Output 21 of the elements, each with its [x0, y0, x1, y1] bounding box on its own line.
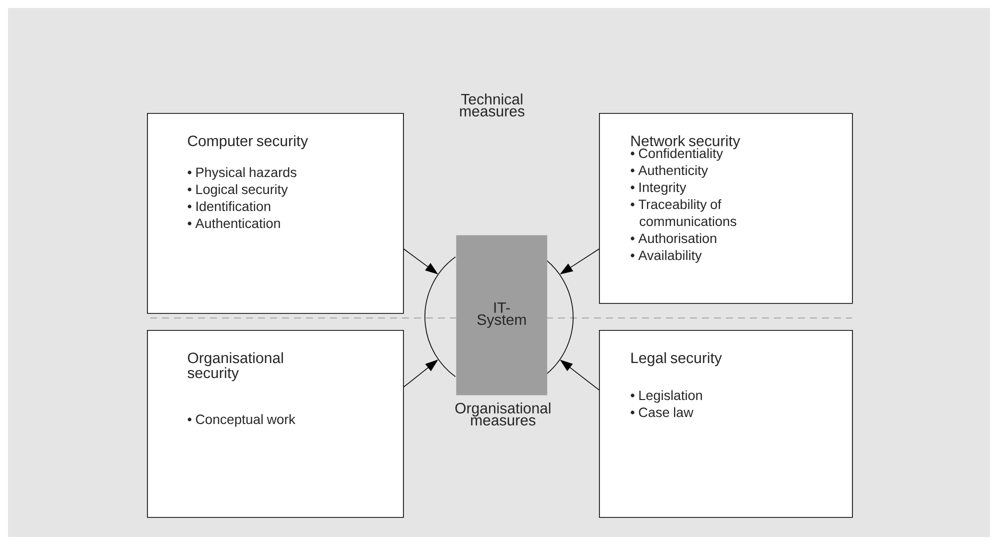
- bullet-item: • Integrity: [630, 182, 686, 195]
- bullet-item: • Confidentiality: [630, 148, 723, 161]
- bullet-item: • Identification: [188, 201, 270, 212]
- measures-label: Organisational measures: [455, 402, 550, 426]
- bullet-item: • Authorisation: [630, 233, 716, 244]
- bullet-item: • Authenticity: [630, 165, 708, 178]
- bullet-item: • Availability: [630, 250, 702, 263]
- bullet-item: • Legislation: [630, 390, 702, 403]
- system-box: [456, 235, 548, 396]
- box-heading: Legal security: [631, 352, 722, 366]
- box-heading: Network security: [631, 135, 740, 150]
- box-heading: Computer security: [188, 135, 308, 150]
- box-heading: Organisational security: [188, 352, 283, 382]
- bullet-item: • Conceptual work: [188, 414, 296, 427]
- system-label: IT-System: [477, 302, 526, 328]
- measures-label: Technical measures: [460, 94, 524, 116]
- bullet-item: • Logical security: [188, 184, 288, 197]
- bullet-item: • Case law: [630, 407, 694, 418]
- bullet-item: • Physical hazards: [188, 167, 296, 180]
- bullet-item: • Authentication: [188, 218, 280, 228]
- bullet-item: • Traceability of communications: [630, 199, 736, 226]
